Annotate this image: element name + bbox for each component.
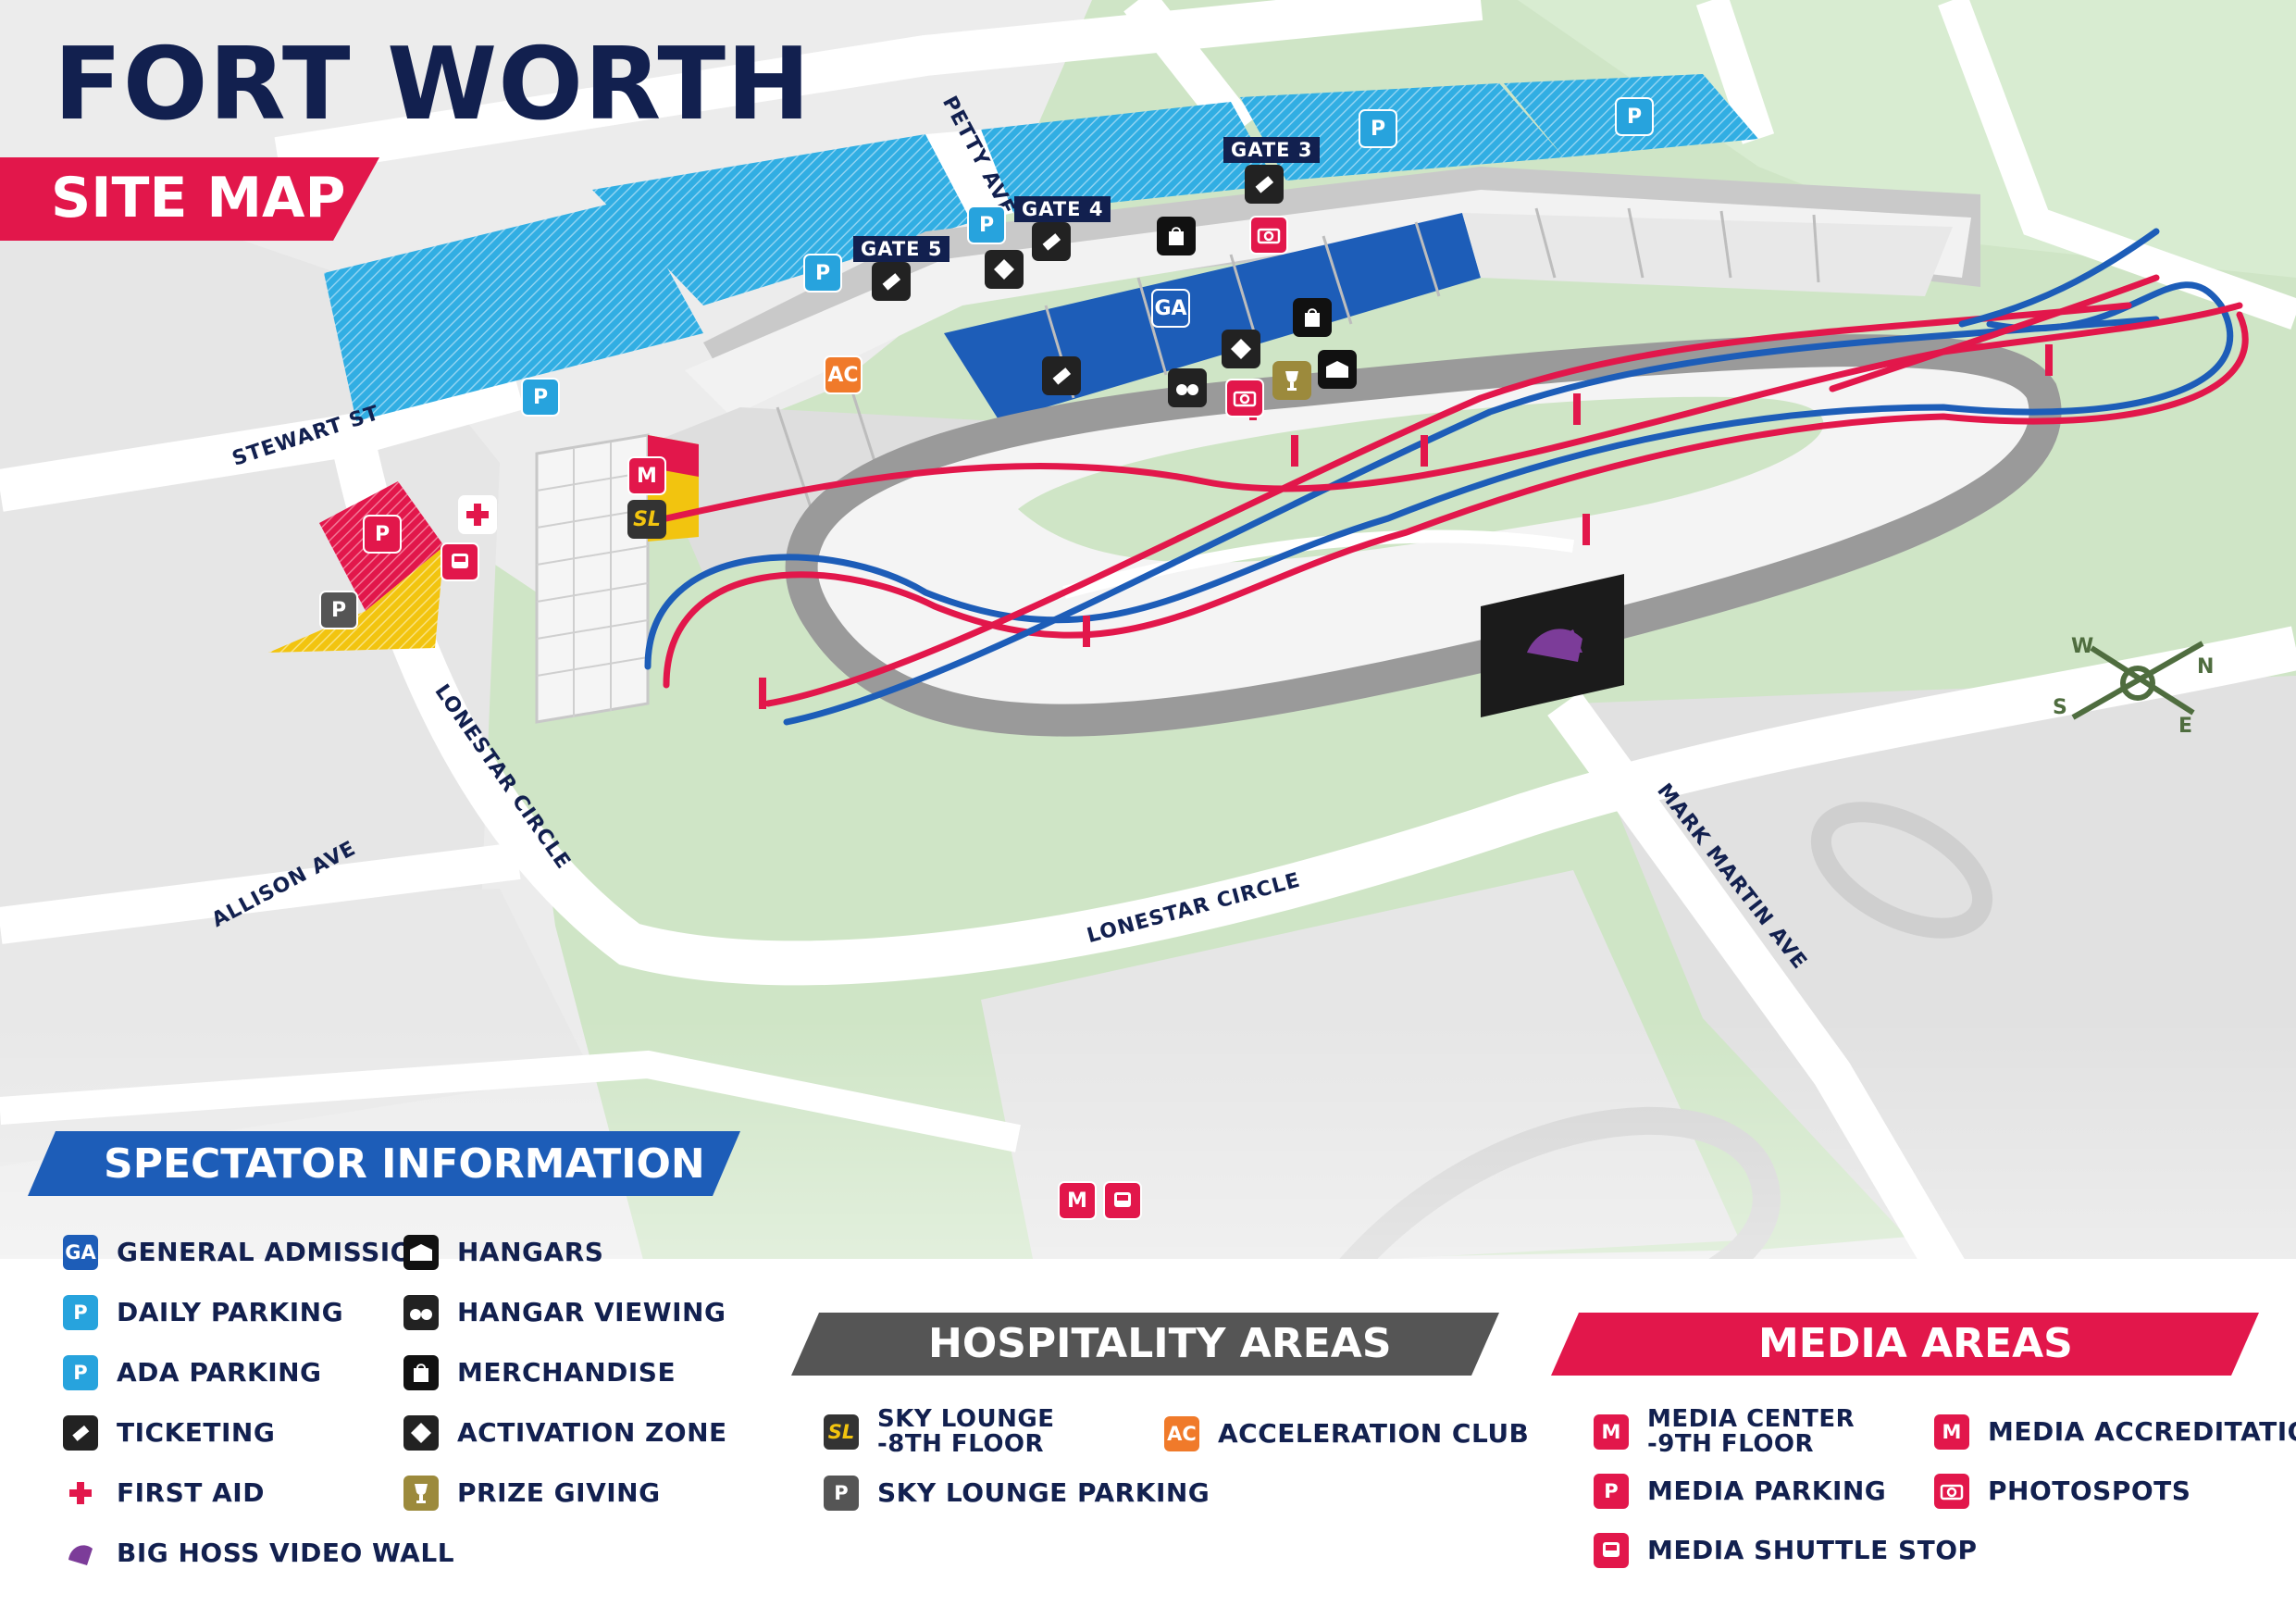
- camera-icon[interactable]: [1225, 379, 1264, 417]
- legend-merchandise: MERCHANDISE: [403, 1355, 676, 1390]
- parking-lot-north-2: [592, 134, 972, 305]
- legend-prize-giving: PRIZE GIVING: [403, 1476, 661, 1511]
- gate-3-label: GATE 3: [1223, 137, 1321, 163]
- sky-lounge-parking-icon: P: [824, 1476, 859, 1511]
- site-map-banner: [0, 157, 379, 241]
- ada-parking-icon[interactable]: P: [967, 205, 1006, 244]
- parking-lot-north-4: [1240, 83, 1564, 181]
- activation-zone-icon: [403, 1415, 439, 1451]
- video-wall-icon: [63, 1536, 98, 1571]
- media-accreditation-icon[interactable]: M: [1058, 1181, 1097, 1220]
- media-parking-icon[interactable]: P: [363, 515, 402, 554]
- camera-icon[interactable]: [1249, 216, 1288, 255]
- merchandise-icon[interactable]: [1157, 217, 1196, 255]
- ga-icon[interactable]: GA: [1151, 289, 1190, 328]
- legend-hangar-viewing: HANGAR VIEWING: [403, 1295, 726, 1330]
- activation-zone-icon[interactable]: [1222, 330, 1260, 368]
- page-subtitle: SITE MAP: [51, 166, 346, 230]
- parking-icon[interactable]: P: [803, 254, 842, 293]
- legend-sky-lounge: SL SKY LOUNGE -8TH FLOOR: [824, 1406, 1054, 1458]
- first-aid-icon[interactable]: [458, 495, 497, 534]
- sky-lounge-parking-lot: [268, 546, 444, 653]
- legend-activation-zone: ACTIVATION ZONE: [403, 1415, 727, 1451]
- legend-general-admission: GA GENERAL ADMISSION: [63, 1235, 435, 1270]
- parking-lot-north-3: [981, 102, 1277, 213]
- compass-e: E: [2178, 715, 2194, 738]
- first-aid-icon: [63, 1476, 98, 1511]
- legend-photospots: PHOTOSPOTS: [1934, 1474, 2191, 1509]
- parking-icon[interactable]: P: [1359, 109, 1397, 148]
- gate-5-label: GATE 5: [853, 236, 950, 262]
- acceleration-club-icon[interactable]: AC: [824, 355, 863, 394]
- legend-ticketing: TICKETING: [63, 1415, 275, 1451]
- legend-media-shuttle-stop: MEDIA SHUTTLE STOP: [1594, 1533, 1978, 1568]
- compass-w: W: [2071, 635, 2095, 658]
- legend-media-parking: P MEDIA PARKING: [1594, 1474, 1886, 1509]
- camera-icon: [1934, 1474, 1969, 1509]
- legend-media-center: M MEDIA CENTER -9TH FLOOR: [1594, 1406, 1855, 1458]
- hangar-icon[interactable]: [1318, 350, 1357, 389]
- trophy-icon: [403, 1476, 439, 1511]
- hangar-icon: [403, 1235, 439, 1270]
- parking-icon[interactable]: P: [1615, 97, 1654, 136]
- compass: [2071, 641, 2204, 720]
- merchandise-icon[interactable]: [1293, 298, 1332, 337]
- gate-4-label: GATE 4: [1014, 196, 1111, 222]
- ga-icon: GA: [63, 1235, 98, 1270]
- legend-media-accreditation: M MEDIA ACCREDITATION: [1934, 1414, 2296, 1450]
- shuttle-icon[interactable]: [441, 542, 479, 581]
- shuttle-icon[interactable]: [1103, 1181, 1142, 1220]
- ticket-icon[interactable]: [1032, 222, 1071, 261]
- spectator-heading-banner: [28, 1131, 740, 1196]
- legend-sky-lounge-parking: P SKY LOUNGE PARKING: [824, 1476, 1210, 1511]
- legend-acceleration-club: AC ACCELERATION CLUB: [1164, 1416, 1529, 1451]
- legend-hangars: HANGARS: [403, 1235, 603, 1270]
- media-accreditation-icon: M: [1934, 1414, 1969, 1450]
- legend-first-aid: FIRST AID: [63, 1476, 265, 1511]
- hangar-viewing-icon[interactable]: [1168, 368, 1207, 407]
- sky-lounge-icon: SL: [824, 1414, 859, 1451]
- sky-lounge-parking-icon[interactable]: P: [319, 591, 358, 629]
- media-parking-icon: P: [1594, 1474, 1629, 1509]
- ticket-icon[interactable]: [872, 262, 911, 301]
- media-center-icon: M: [1594, 1414, 1629, 1451]
- media-heading: MEDIA AREAS: [1758, 1320, 2073, 1367]
- legend-ada-parking: P ADA PARKING: [63, 1355, 322, 1390]
- media-center-icon[interactable]: M: [627, 456, 666, 495]
- trophy-icon[interactable]: [1272, 361, 1311, 400]
- media-heading-banner: [1551, 1313, 2259, 1376]
- shuttle-icon: [1594, 1533, 1629, 1568]
- spectator-heading: SPECTATOR INFORMATION: [104, 1140, 705, 1188]
- sky-lounge-icon[interactable]: SL: [627, 500, 666, 539]
- hangar-viewing-icon: [403, 1295, 439, 1330]
- compass-s: S: [2053, 696, 2068, 719]
- activation-zone-icon[interactable]: [985, 250, 1024, 289]
- merchandise-icon: [403, 1355, 439, 1390]
- legend-daily-parking: P DAILY PARKING: [63, 1295, 343, 1330]
- parking-icon[interactable]: P: [521, 378, 560, 417]
- ticket-icon[interactable]: [1042, 356, 1081, 395]
- ada-parking-icon: P: [63, 1355, 98, 1390]
- page-title: FORT WORTH: [54, 27, 812, 143]
- parking-lot-north-1: [324, 199, 703, 421]
- ticket-icon: [63, 1415, 98, 1451]
- ticket-icon[interactable]: [1245, 165, 1284, 204]
- big-hoss-video-wall: [1481, 574, 1624, 717]
- legend-video-wall: BIG HOSS VIDEO WALL: [63, 1536, 454, 1571]
- acceleration-club-icon: AC: [1164, 1416, 1199, 1451]
- hospitality-heading-banner: [791, 1313, 1499, 1376]
- parking-icon: P: [63, 1295, 98, 1330]
- hospitality-heading: HOSPITALITY AREAS: [928, 1320, 1392, 1367]
- compass-n: N: [2197, 655, 2215, 679]
- tower: [535, 433, 650, 724]
